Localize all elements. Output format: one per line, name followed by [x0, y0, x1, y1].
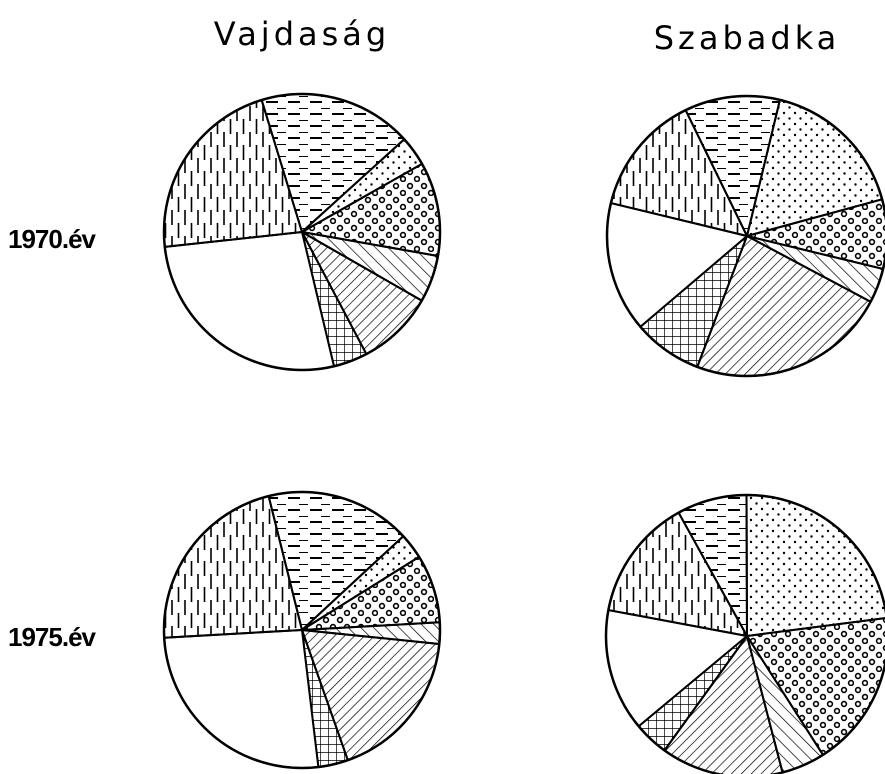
pie-vajdasag-1970: [162, 92, 442, 372]
column-title-vajdasag: Vajdaság: [214, 15, 390, 53]
pie-szabadka-1970: [605, 94, 885, 378]
row-label-1975: 1975.év: [8, 622, 97, 652]
pie-outline: [605, 94, 885, 378]
pie-outline: [604, 493, 885, 774]
pie-outline: [162, 490, 442, 770]
row-label-1970: 1970.év: [8, 224, 97, 254]
pie-vajdasag-1975: [162, 490, 442, 770]
column-title-szabadka: Szabadka: [654, 19, 841, 57]
pie-outline: [162, 92, 442, 372]
pie-slice-dots-small: [745, 493, 885, 637]
pie-slice-blank: [163, 629, 320, 769]
pie-szabadka-1975: [604, 493, 885, 774]
